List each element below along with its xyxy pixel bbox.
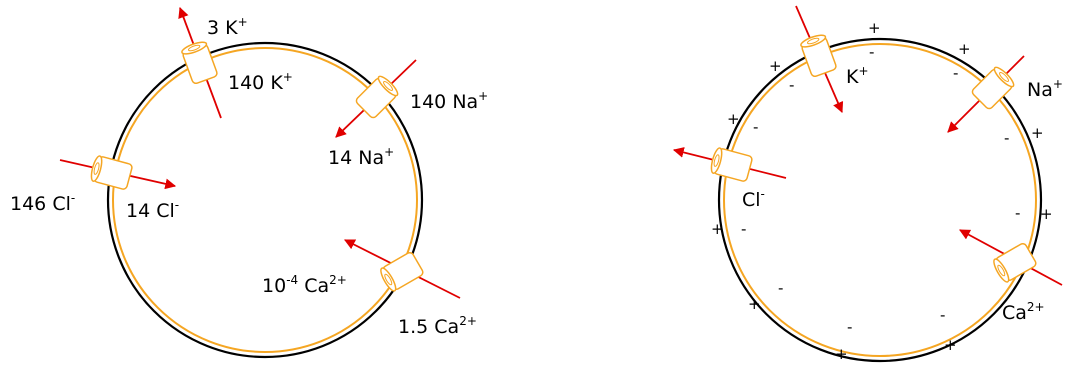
minus-sign: -	[953, 64, 958, 82]
plus-sign: +	[769, 57, 782, 75]
right-na-channel	[947, 55, 1025, 133]
right-cl-label: Cl-	[742, 187, 765, 211]
plus-sign: +	[711, 220, 724, 238]
right-ca-channel	[959, 229, 1063, 286]
channel-icon	[181, 41, 218, 85]
plus-sign: +	[1031, 124, 1044, 142]
left-membrane-outer	[106, 41, 424, 359]
right-membrane-outer	[717, 37, 1043, 363]
left-membrane-inner	[112, 47, 418, 353]
channel-icon	[355, 75, 399, 119]
channel-icon	[993, 242, 1037, 283]
left-cl-channel	[59, 155, 177, 190]
minus-sign: -	[778, 279, 783, 297]
minus-sign: -	[741, 220, 746, 238]
minus-sign: -	[1004, 129, 1009, 147]
channel-icon	[90, 155, 133, 190]
right-na-label: Na+	[1027, 77, 1063, 101]
right-ca-label: Ca2+	[1002, 300, 1045, 324]
minus-sign: -	[1015, 204, 1020, 222]
na-out-label: 140 Na+	[410, 89, 488, 113]
right-k-label: K+	[846, 64, 869, 88]
channel-icon	[971, 66, 1015, 110]
minus-sign: -	[789, 76, 794, 94]
right-cl-channel	[672, 147, 787, 182]
channel-icon	[710, 147, 753, 182]
minus-sign: -	[847, 318, 852, 336]
left-k-channel	[178, 6, 222, 119]
plus-sign: +	[868, 19, 881, 37]
cl-out-label: 146 Cl-	[10, 191, 75, 215]
channel-icon	[800, 34, 837, 78]
plus-sign: +	[958, 40, 971, 58]
k-out-label: 3 K+	[207, 15, 248, 39]
minus-sign: -	[753, 118, 758, 136]
plus-sign: +	[944, 336, 957, 354]
left-na-channel	[335, 59, 417, 138]
k-in-label: 140 K+	[228, 70, 293, 94]
right-k-channel	[795, 5, 844, 113]
cl-in-label: 14 Cl-	[126, 198, 179, 222]
minus-sign: -	[940, 306, 945, 324]
minus-sign: -	[869, 43, 874, 61]
plus-sign: +	[748, 295, 761, 313]
ca-out-label: 1.5 Ca2+	[398, 314, 477, 338]
plus-sign: +	[1040, 205, 1053, 223]
left-ca-channel	[344, 239, 461, 299]
ca-in-label: 10-4 Ca2+	[262, 273, 347, 297]
plus-sign: +	[727, 110, 740, 128]
right-membrane-inner	[723, 43, 1037, 357]
na-in-label: 14 Na+	[328, 145, 394, 169]
right-cell: K+ Na+ Cl- Ca2+ + + + + + + + + + + - - …	[672, 5, 1063, 363]
left-cell: 3 K+ 140 K+ 140 Na+ 14 Na+ 146 Cl- 14 Cl…	[10, 6, 488, 359]
channel-icon	[380, 251, 424, 292]
plus-sign: +	[835, 345, 848, 363]
